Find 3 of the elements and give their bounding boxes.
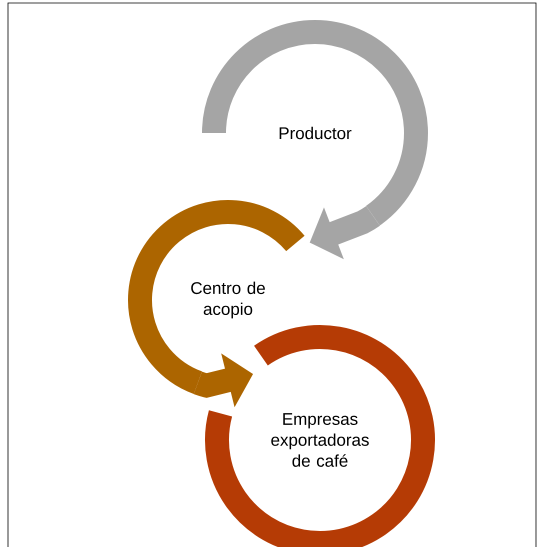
curved-band: Empresas exportadoras de café (205, 325, 435, 547)
curved-band: Centro de acopio (128, 200, 304, 394)
curved-band: Productor (202, 20, 428, 226)
